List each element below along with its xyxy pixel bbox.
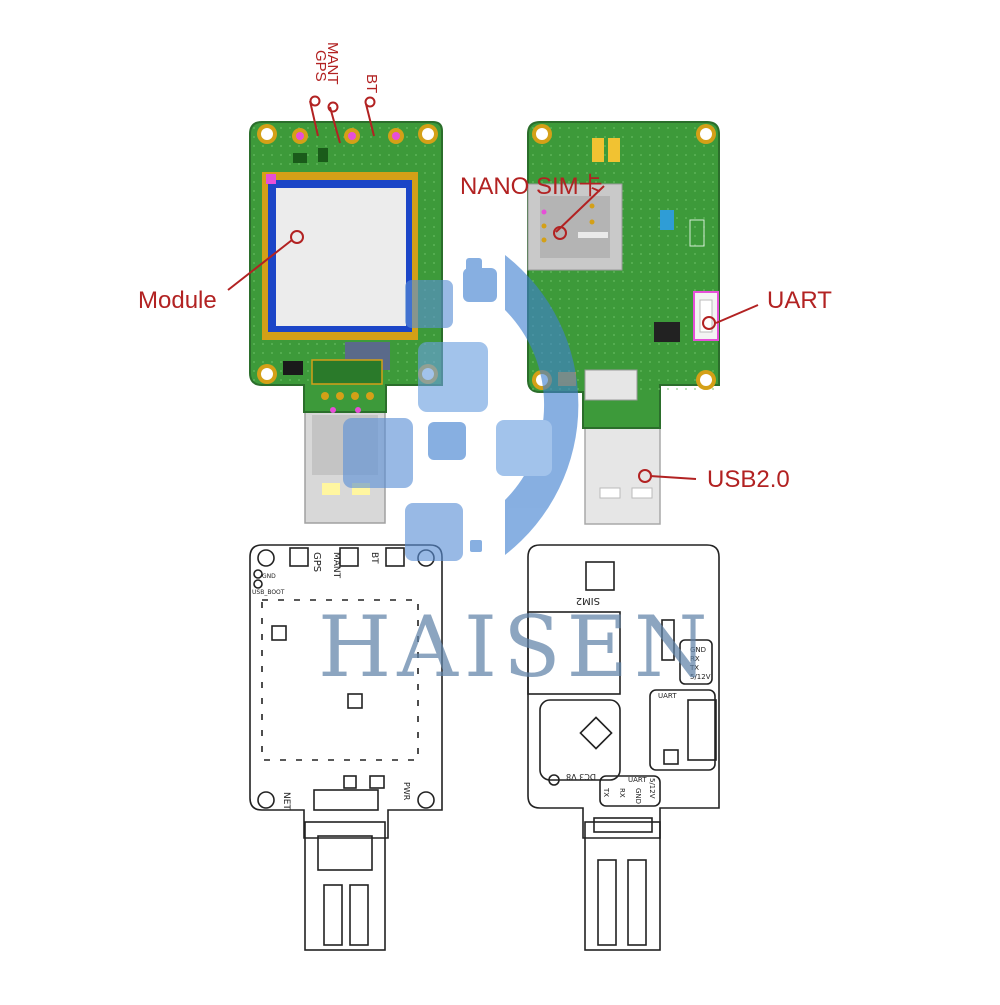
front-outline-labels: GPS MANT BT GND USB_BOOT NET PWR [252, 552, 411, 810]
outline-label-5-12v: 5/12V [690, 673, 711, 681]
outline-label-net: NET [281, 792, 291, 810]
callout-usb: USB2.0 [707, 466, 790, 493]
outline-label-dc: DC3 V8 [566, 772, 596, 781]
watermark-text: HAISEN [318, 598, 714, 696]
outline-label-uart-2: UART [628, 776, 647, 784]
outline-label-mant: MANT [331, 552, 341, 579]
outline-label-gnd: GND [690, 646, 706, 654]
uart-connector [693, 291, 719, 341]
back-outline-drawing [527, 544, 720, 951]
callout-uart: UART [767, 287, 832, 314]
outline-label-sim2: SIM2 [576, 595, 600, 606]
antenna-connectors [292, 128, 404, 144]
outline-label-tx: TX [689, 664, 699, 672]
callout-module: Module [138, 287, 217, 314]
callout-nano-sim: NANO SIM卡 [460, 173, 603, 200]
outline-label-gps: GPS [311, 552, 322, 572]
watermark-logo [343, 255, 579, 561]
outline-label-bt: BT [369, 552, 379, 564]
outline-label-usb-boot: USB_BOOT [252, 589, 285, 596]
outline-label-tx-2: TX [602, 787, 610, 797]
outline-label-pwr: PWR [402, 782, 411, 801]
front-pcb-photo [249, 121, 443, 524]
callout-lines [227, 100, 759, 480]
callout-bt: BT [363, 74, 380, 94]
back-outline-labels: SIM2 GND RX TX 5/12V UART DC3 V8 UART TX… [566, 595, 711, 804]
callout-mant: MANT [324, 42, 341, 85]
outline-label-gnd: GND [262, 573, 276, 580]
sim-slot [527, 183, 623, 271]
outline-label-gnd-2: GND [634, 788, 642, 804]
callout-dots [290, 95, 716, 483]
lte-module [262, 172, 418, 340]
outline-label-rx: RX [690, 655, 700, 663]
outline-label-uart: UART [658, 692, 677, 700]
outline-label-5-12v-2: 5/12V [648, 778, 656, 799]
outline-label-rx-2: RX [618, 788, 626, 798]
